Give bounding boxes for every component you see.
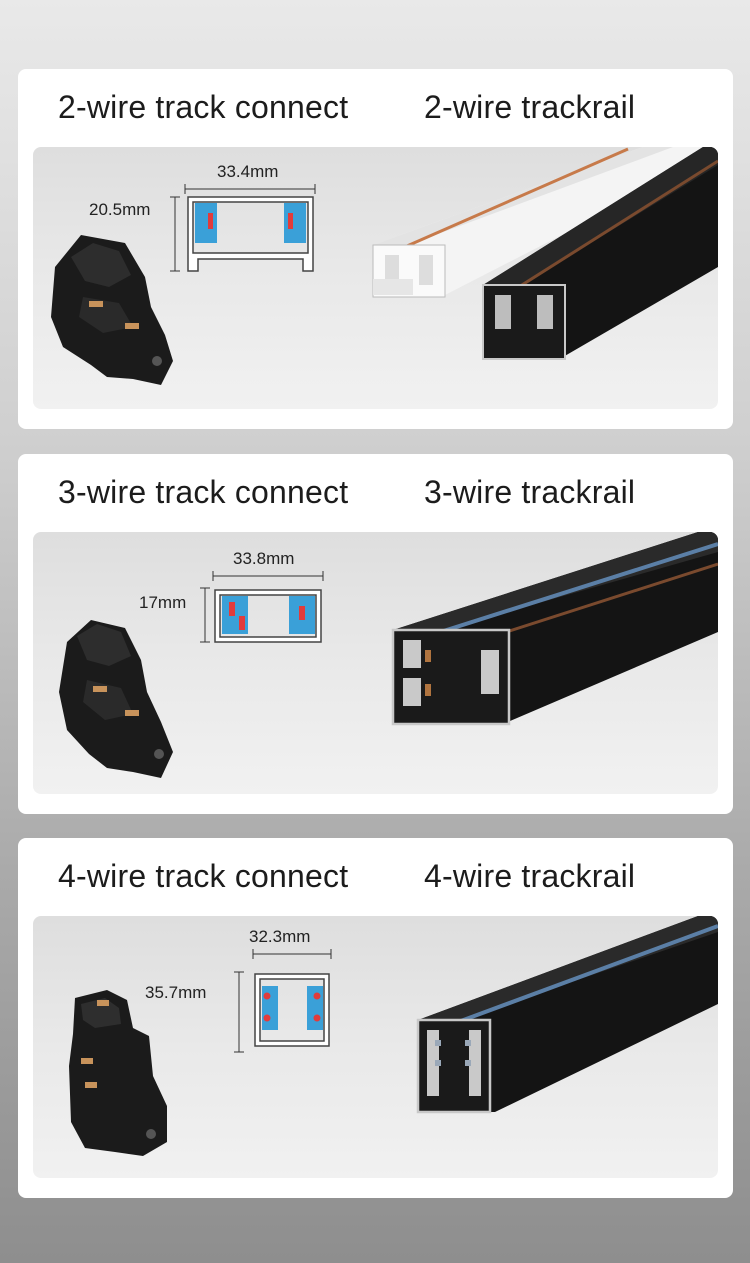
trackrail-white-image	[372, 147, 718, 298]
connector-title: 4-wire track connect	[58, 858, 349, 894]
height-dimension-label: 20.5mm	[89, 200, 150, 219]
insulator-right	[307, 986, 323, 1030]
cross-section-diagram: 32.3mm 35.7mm	[145, 927, 332, 1053]
track-connector-image	[59, 620, 173, 778]
product-image-panel: 33.8mm 17mm	[33, 532, 718, 794]
cross-section-diagram: 33.8mm 17mm	[139, 549, 324, 643]
width-dimension-label: 32.3mm	[249, 927, 310, 946]
trackrail-black-image	[482, 147, 718, 360]
conductor-right	[288, 213, 293, 229]
insulator-right	[284, 203, 306, 243]
trackrail-black-image	[416, 916, 718, 1114]
rail-profile	[254, 973, 330, 1047]
height-dimension-label: 35.7mm	[145, 983, 206, 1002]
cross-section-diagram: 33.4mm 20.5mm	[89, 162, 316, 272]
width-dimension-label: 33.8mm	[233, 549, 294, 568]
insulator-left	[195, 203, 217, 243]
trackrail-title: 3-wire trackrail	[424, 474, 636, 510]
insulator-left	[262, 986, 278, 1030]
conductor-left	[208, 213, 213, 229]
trackrail-title: 2-wire trackrail	[424, 89, 636, 125]
track-connector-image	[69, 990, 167, 1156]
conductor-4	[313, 1014, 321, 1022]
conductor-2	[239, 616, 245, 630]
connector-title: 2-wire track connect	[58, 89, 349, 125]
conductor-1	[263, 992, 271, 1000]
connector-title: 3-wire track connect	[58, 474, 349, 510]
product-card-4-wire: 4-wire track connect 4-wire trackrail 32…	[18, 838, 733, 1198]
trackrail-title: 4-wire trackrail	[424, 858, 636, 894]
product-card-2-wire: 2-wire track connect 2-wire trackrail 33…	[18, 69, 733, 429]
conductor-3	[299, 606, 305, 620]
product-image-panel: 33.4mm 20.5mm	[33, 147, 718, 409]
product-card-3-wire: 3-wire track connect 3-wire trackrail 33…	[18, 454, 733, 814]
rail-profile	[187, 196, 314, 272]
conductor-1	[229, 602, 235, 616]
conductor-2	[263, 1014, 271, 1022]
product-image-panel: 32.3mm 35.7mm	[33, 916, 718, 1178]
rail-profile	[214, 589, 322, 643]
height-dimension-label: 17mm	[139, 593, 186, 612]
conductor-3	[313, 992, 321, 1000]
trackrail-black-image	[391, 532, 718, 726]
track-connector-image	[51, 235, 173, 385]
width-dimension-label: 33.4mm	[217, 162, 278, 181]
